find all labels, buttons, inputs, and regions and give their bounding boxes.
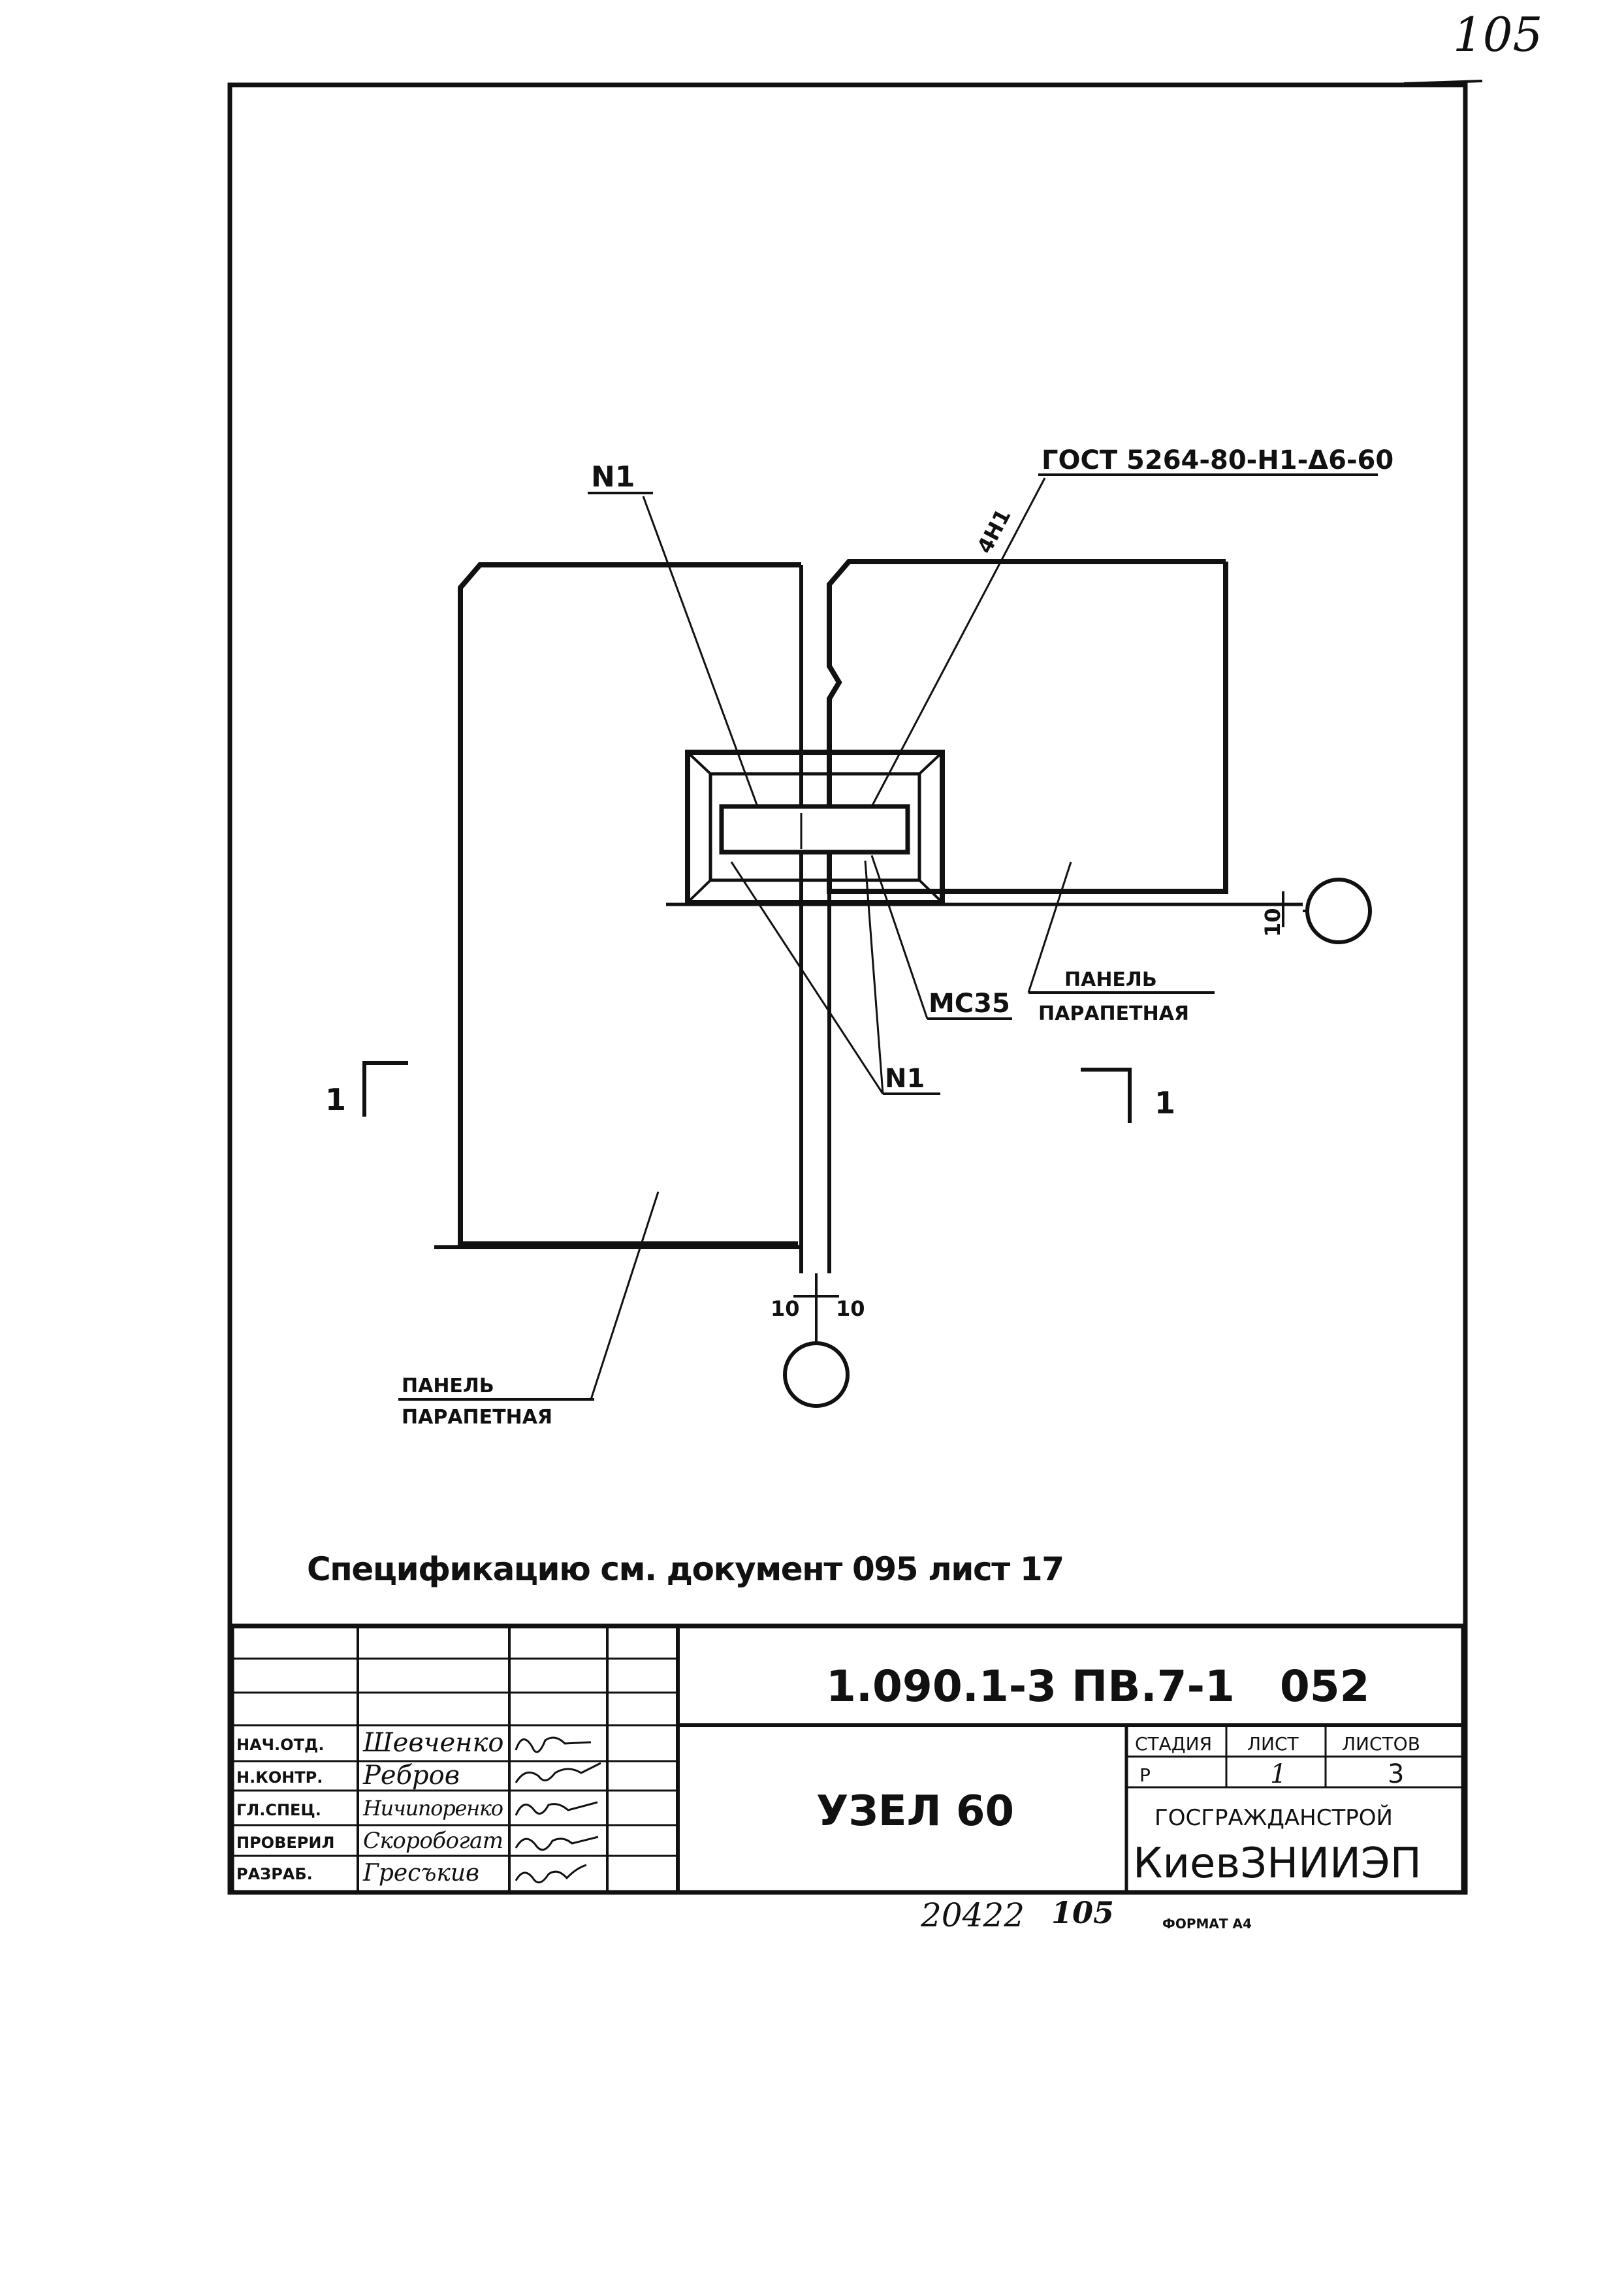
role-4: ПРОВЕРИЛ [236,1834,334,1852]
panel-right-line1: ПАНЕЛЬ [1064,968,1157,991]
role-1: НАЧ.ОТД. [236,1736,324,1754]
label-mc35: МС35 [929,989,1010,1019]
panel-bottom-line2: ПАРАПЕТНАЯ [402,1406,552,1429]
org-line1: ГОСГРАЖДАНСТРОЙ [1154,1804,1393,1831]
title-block [229,1623,1466,1895]
org-line2: КиевЗНИИЭП [1133,1840,1422,1888]
sheet-value: 1 [1270,1759,1286,1789]
node-drawing [362,473,1378,1408]
sheets-header: ЛИСТОВ [1342,1733,1420,1755]
stage-value: Р [1139,1764,1151,1786]
leader-n1-top-label: N1 [591,460,635,494]
format-label: ФОРМАТ А4 [1162,1916,1252,1932]
drawing-frame [227,82,1468,1895]
right-panel-outline [827,559,1228,894]
inventory-number: 20422 [920,1896,1025,1934]
name-2: Ребров [362,1760,460,1791]
leader-gost-label: ГОСТ 5264-80-Н1-Δ6-60 [1042,445,1393,475]
page-number: 105 [1453,7,1542,62]
role-3: ГЛ.СПЕЦ. [236,1801,321,1819]
name-5: Гресъкив [362,1860,479,1887]
drawing-title: УЗЕЛ 60 [816,1787,1014,1836]
sheets-value: 3 [1388,1759,1404,1789]
signatures [515,1736,601,1884]
left-panel-outline [458,562,801,1247]
panel-right-line2: ПАРАПЕТНАЯ [1038,1002,1189,1025]
dim-bottom-left: 10 [771,1296,800,1321]
callout-circle-right [1305,878,1372,944]
designation: 1.090.1-3 ПВ.7-1 052 [826,1661,1370,1712]
embedded-plate-outer [685,750,945,905]
sheet-header: ЛИСТ [1247,1733,1299,1755]
panel-bottom-line1: ПАНЕЛЬ [402,1375,494,1397]
specification-note: Спецификацию см. документ 095 лист 17 [307,1550,1064,1588]
stage-header: СТАДИЯ [1135,1733,1212,1755]
name-4: Скоробогат [363,1828,503,1854]
callout-circle-bottom [783,1341,850,1408]
section-label-left: 1 [325,1082,346,1117]
connecting-bar [719,804,910,855]
embedded-plate-inner [709,772,921,882]
role-2: Н.КОНТР. [236,1768,323,1787]
footer-page: 105 [1051,1895,1114,1930]
label-n1-bottom: N1 [885,1064,925,1094]
dim-bottom-right: 10 [836,1296,865,1321]
dim-right: 10 [1260,908,1285,937]
section-label-right: 1 [1154,1085,1175,1121]
weld-symbol: 4Н1 [972,505,1016,558]
role-5: РАЗРАБ. [236,1865,313,1883]
name-1: Шевченко [362,1728,503,1758]
name-3: Ничипоренко [362,1796,503,1821]
